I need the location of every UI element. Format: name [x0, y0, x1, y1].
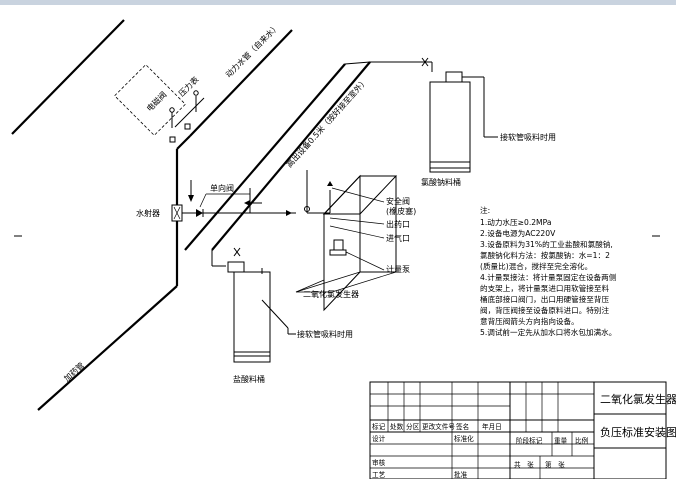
pipe-power-down — [176, 135, 191, 150]
note-line-5: (质量比)混合，搅拌至完全溶化。 — [480, 261, 592, 271]
tb-approve: 批准 — [454, 470, 468, 479]
solenoid-valve-label: 电磁阀 — [144, 89, 168, 113]
tb-design: 设计 — [372, 434, 386, 443]
title-block-frame — [369, 381, 667, 479]
tb-header-zone: 分区 — [406, 422, 420, 431]
check-valve-label: 单向阀 — [210, 183, 234, 193]
safety-valve-sub-label: (橡皮塞) — [386, 206, 416, 216]
metering-pump-label: 计量泵 — [386, 264, 410, 274]
note-line-11: 5.调试前一定先从加水口将水包加满水。 — [480, 327, 616, 337]
note-line-8: 桶底部接口阀门，出口用硬管接至背压 — [480, 294, 609, 304]
control-box-outline — [114, 64, 186, 136]
hose-bottom-label: 接软管吸料时用 — [297, 329, 353, 339]
leader-outlet — [329, 217, 385, 225]
pressure-gauge-icon — [193, 90, 199, 96]
tb-process: 工艺 — [372, 471, 386, 479]
note-line-3: 3.设备原料为31%的工业盐酸和氯酸钠, — [480, 239, 613, 249]
title-block-subtitle: 负压标准安装图 — [600, 425, 676, 439]
safety-valve-icon — [327, 181, 333, 186]
title-block: 二氧化氯发生器 负压标准安装图 标 — [369, 381, 676, 479]
acid-hose-diag — [261, 299, 289, 329]
tb-weight: 重量 — [554, 437, 568, 445]
pipe-power-left — [11, 19, 125, 135]
inlet-valve-icon — [304, 206, 310, 212]
note-line-9: 阀，背压阀接至设备原料进口。特别注 — [480, 305, 609, 315]
tb-sheet-no: 第 张 — [545, 460, 565, 469]
note-line-6: 4.计量泵接法：将计量泵固定在设备两侧 — [480, 272, 616, 282]
chlorate-tank-cap — [445, 71, 463, 83]
metering-pump-base — [329, 249, 347, 256]
leader-safety-valve — [331, 187, 385, 203]
acid-tank-label: 盐酸料桶 — [233, 374, 265, 384]
tb-stage-mark: 阶段标记 — [516, 436, 543, 445]
valve-square-icon-2 — [169, 136, 176, 143]
tb-header-sign: 签名 — [456, 422, 469, 431]
bypass-line — [174, 97, 205, 128]
tb-standardize: 标准化 — [454, 434, 474, 443]
title-block-title: 二氧化氯发生器 — [600, 392, 676, 406]
outlet-pipe-cap — [344, 61, 371, 65]
generator-base — [295, 271, 397, 293]
outlet-port-label: 出药口 — [386, 219, 410, 229]
window-top-bar — [0, 0, 676, 5]
valve-square-icon — [184, 123, 191, 130]
generator-label: 二氧化氯发生器 — [303, 289, 359, 299]
tb-header-change-doc: 更改文件号 — [422, 422, 455, 431]
chlorate-tank-label: 氯酸钠料桶 — [421, 177, 461, 187]
acid-tank-body — [233, 271, 271, 357]
chlorate-tank-base — [429, 161, 471, 173]
tb-header-count: 处数 — [390, 422, 404, 431]
generator-base-edge — [295, 279, 325, 293]
flow-arrow-down-icon — [188, 195, 194, 202]
chlorate-tank-body — [429, 81, 471, 169]
acid-tank-cap — [227, 261, 245, 273]
note-line-1: 1.动力水压≥0.2MPa — [480, 217, 552, 227]
pipe-power-right — [189, 29, 293, 137]
tb-header-date: 年月日 — [482, 422, 502, 431]
note-line-4: 氯酸钠化料方法：按氯酸钠：水=1：2 — [480, 250, 610, 260]
leader-inlet — [329, 225, 385, 239]
tb-scale: 比例 — [575, 436, 589, 445]
outlet-pipe-upper — [211, 61, 371, 251]
tb-header-mark: 标记 — [372, 422, 386, 431]
ejector-label: 水射器 — [136, 208, 160, 218]
check-valve-leader-2 — [199, 193, 207, 208]
arrow-right-icon — [286, 210, 292, 216]
arrow-left-icon — [244, 200, 250, 206]
tb-review: 审核 — [372, 458, 386, 467]
solenoid-valve-icon — [169, 107, 175, 113]
check-valve-icon — [196, 209, 203, 217]
dosing-pipe — [37, 285, 178, 411]
acid-tank-base — [233, 351, 271, 363]
note-line-7: 的支架上，将计量泵进口用软管接至料 — [480, 283, 609, 293]
ejector-hatch-2 — [173, 206, 181, 220]
notes-heading: 注: — [480, 205, 490, 215]
outlet-pipe-lower — [184, 63, 346, 251]
hose-top-label: 接软管吸料时用 — [500, 132, 556, 142]
metering-pump-icon — [333, 239, 344, 251]
note-line-10: 意背压阀箭头方向指向设备。 — [480, 316, 579, 326]
inlet-port-label: 进气口 — [386, 233, 410, 243]
valve-tick-2 — [421, 57, 429, 67]
safety-valve-label: 安全阀 — [386, 196, 410, 206]
leader-pump — [345, 251, 385, 271]
tb-sheets: 共 张 — [514, 460, 534, 469]
acid-valve-tick-2 — [233, 247, 241, 257]
note-line-2: 2.设备电源为AC220V — [480, 228, 556, 238]
outlet-pipe-label: 高出设备0.5米（按好接至室外） — [284, 76, 370, 169]
